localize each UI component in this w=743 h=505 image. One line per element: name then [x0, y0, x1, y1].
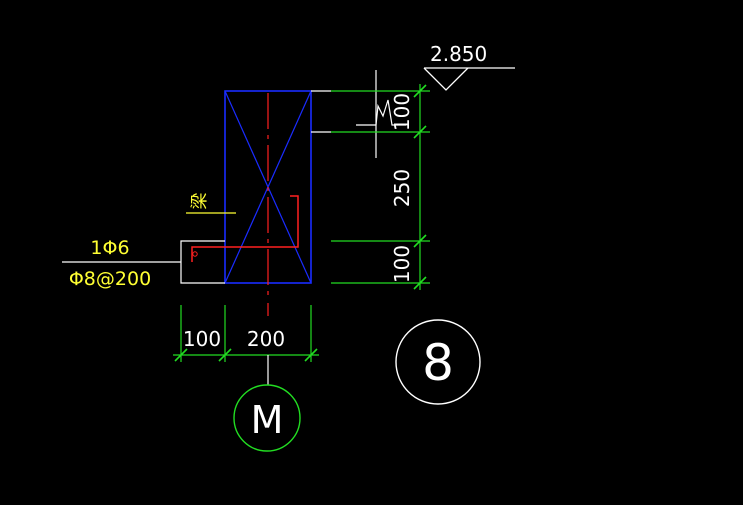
beam-label: 梁 — [190, 193, 210, 210]
elevation-value: 2.850 — [430, 42, 487, 66]
extension-lines — [311, 90, 430, 284]
rebar-stirrup-label: Φ8@200 — [69, 268, 151, 290]
elevation-marker: 2.850 — [423, 42, 515, 91]
dim-v-2: 250 — [390, 169, 414, 207]
rebar-longitudinal-label: 1Φ6 — [90, 237, 129, 259]
longitudinal-bar — [192, 251, 198, 257]
detail-number: 8 — [422, 334, 454, 392]
dim-h-2: 200 — [247, 327, 285, 351]
rebar-stirrup — [191, 195, 299, 262]
dim-v-1: 100 — [390, 93, 414, 131]
axis-bubble: M — [233, 355, 301, 452]
detail-bubble: 8 — [395, 319, 481, 405]
horizontal-dimension-chain: 100 200 — [173, 305, 319, 362]
dim-v-3: 100 — [390, 245, 414, 283]
axis-label: M — [251, 398, 284, 442]
rebar-annotation: 1Φ6 Φ8@200 — [62, 237, 181, 290]
beam-label-group: 梁 — [186, 193, 236, 214]
break-line — [356, 70, 406, 158]
vertical-dimension-chain: 100 250 100 — [390, 84, 427, 290]
dim-h-1: 100 — [183, 327, 221, 351]
